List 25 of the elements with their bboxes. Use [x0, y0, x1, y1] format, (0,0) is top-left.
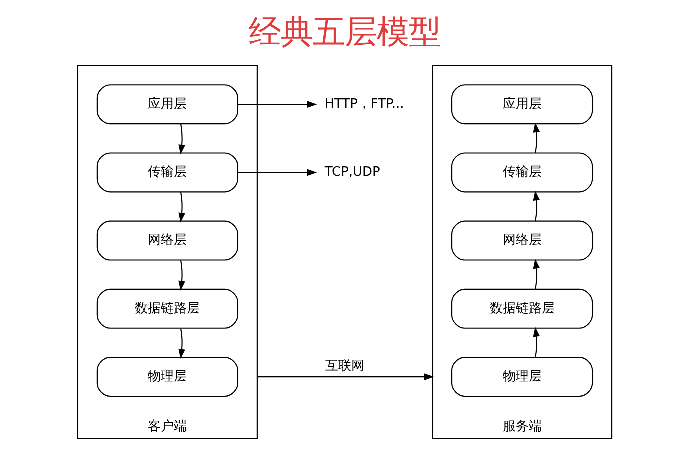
arrow — [532, 122, 540, 154]
node-box: 应用层 — [96, 84, 238, 125]
node-box: 传输层 — [450, 152, 593, 193]
arrow — [238, 169, 317, 176]
node-box: 数据链路层 — [96, 288, 238, 329]
arrow — [178, 328, 185, 360]
node-box: 应用层 — [450, 84, 593, 125]
arrow — [178, 260, 185, 291]
node-box: 网络层 — [450, 220, 593, 261]
node-text: TCP,UDP — [324, 165, 380, 180]
arrow — [532, 190, 540, 222]
arrow — [256, 374, 434, 380]
node-box: 物理层 — [450, 357, 593, 398]
edge-label: 互联网 — [325, 359, 364, 374]
node-box: 物理层 — [96, 357, 238, 398]
node-box: 数据链路层 — [450, 288, 593, 329]
node-box: 网络层 — [96, 220, 238, 261]
diagram-title: 经典五层模型 — [248, 12, 440, 51]
node-box: 传输层 — [96, 152, 238, 193]
arrow — [532, 259, 540, 290]
arrow — [532, 327, 540, 358]
node-text: HTTP，FTP... — [324, 96, 404, 112]
arrow — [238, 101, 317, 108]
arrow — [178, 124, 185, 155]
arrow — [178, 192, 185, 223]
